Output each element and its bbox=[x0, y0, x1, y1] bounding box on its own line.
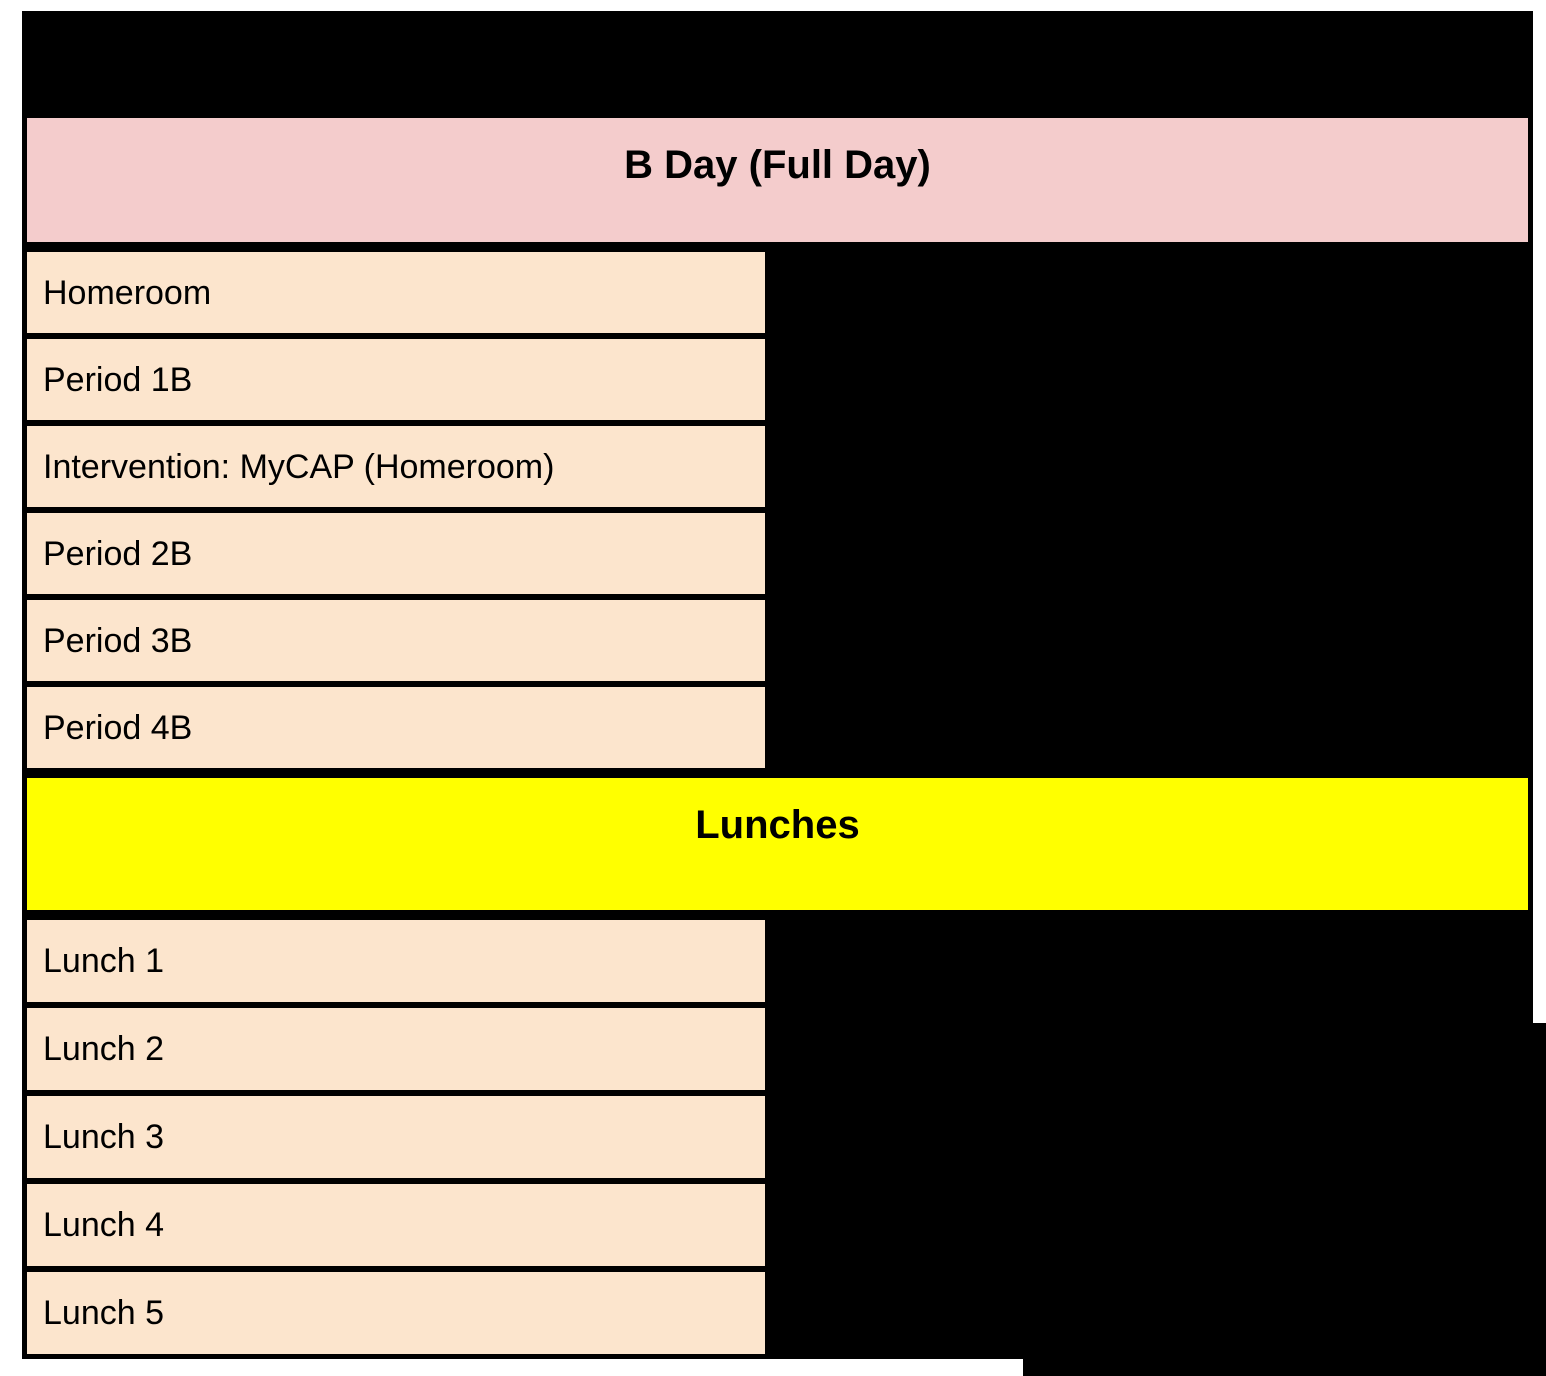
table-row-period-3b: Period 3B bbox=[27, 600, 765, 681]
row-label: Period 1B bbox=[43, 360, 193, 399]
redacted-bottom-edge bbox=[1023, 1359, 1546, 1376]
day-header-row: B Day (Full Day) bbox=[22, 113, 1533, 247]
row-label: Lunch 2 bbox=[43, 1030, 164, 1068]
redacted-title-bar bbox=[22, 11, 1533, 113]
table-row-period-2b: Period 2B bbox=[27, 513, 765, 594]
row-label: Lunch 1 bbox=[43, 942, 164, 980]
row-label: Lunch 5 bbox=[43, 1294, 164, 1332]
table-row-lunch-1: Lunch 1 bbox=[27, 920, 765, 1002]
table-row-homeroom: Homeroom bbox=[27, 252, 765, 333]
period-rows: Homeroom Period 1B Intervention: MyCAP (… bbox=[22, 247, 770, 773]
redacted-times-column-lower bbox=[765, 1023, 1546, 1359]
table-row-lunch-4: Lunch 4 bbox=[27, 1184, 765, 1266]
table-row-intervention: Intervention: MyCAP (Homeroom) bbox=[27, 426, 765, 507]
row-label: Homeroom bbox=[43, 273, 212, 312]
row-label: Lunch 3 bbox=[43, 1118, 164, 1156]
day-header-label: B Day (Full Day) bbox=[624, 143, 931, 187]
table-row-period-4b: Period 4B bbox=[27, 687, 765, 768]
row-label: Lunch 4 bbox=[43, 1206, 164, 1244]
lunch-header-label: Lunches bbox=[695, 803, 860, 847]
row-label: Intervention: MyCAP (Homeroom) bbox=[43, 447, 555, 486]
lunch-header-row: Lunches bbox=[22, 773, 1533, 915]
lunch-rows: Lunch 1 Lunch 2 Lunch 3 Lunch 4 Lunch 5 bbox=[22, 915, 770, 1359]
row-label: Period 3B bbox=[43, 621, 193, 660]
row-label: Period 4B bbox=[43, 708, 193, 747]
table-row-lunch-2: Lunch 2 bbox=[27, 1008, 765, 1090]
table-row-lunch-5: Lunch 5 bbox=[27, 1272, 765, 1354]
table-row-period-1b: Period 1B bbox=[27, 339, 765, 420]
row-label: Period 2B bbox=[43, 534, 193, 573]
table-row-lunch-3: Lunch 3 bbox=[27, 1096, 765, 1178]
